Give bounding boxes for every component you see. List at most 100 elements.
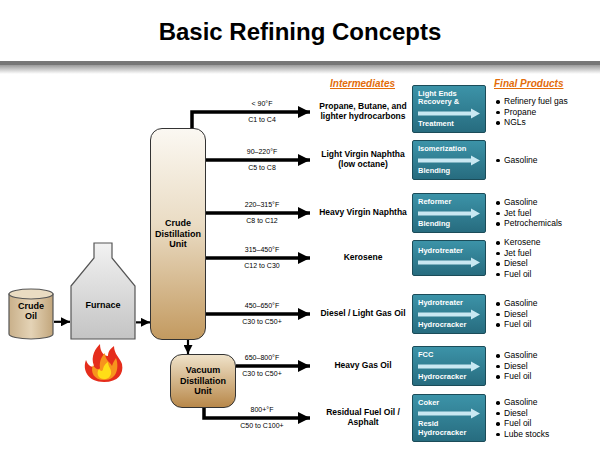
final-product: Fuel oil [494,319,531,330]
flow-arrow-icon [418,155,480,166]
bullet-dot [496,212,500,216]
temperature-range: 800+°F [222,406,302,414]
final-product: Gasoline [494,155,538,166]
carbon-range: C50 to C100+ [222,422,302,430]
flow-arrow [54,321,70,323]
stream-arrow [206,211,310,215]
final-product: Fuel oil [494,269,531,280]
process-step: Coker [418,399,439,408]
bullet-dot [496,201,500,205]
intermediate-product: Propane, Butane, and lighter hydrocarbon… [316,102,410,122]
carbon-range: C1 to C4 [222,116,302,124]
bullet-dot [496,365,500,369]
process-step: Hydrotreater [418,299,463,308]
bullet-dot [496,433,500,437]
final-product: Refinery fuel gas [494,96,568,107]
bullet-dot [496,422,500,426]
process-step: FCC [418,351,433,360]
final-product: Jet fuel [494,208,531,219]
intermediate-product: Kerosene [316,253,410,263]
final-product: Diesel [494,408,528,419]
process-step: Treatment [418,120,454,129]
flow-arrow-shape [418,361,480,371]
process-box: HydrotreaterHydrocracker [412,294,486,334]
final-product: Diesel [494,361,528,372]
flow-arrow-icon [418,408,480,419]
bullet-dot [496,273,500,277]
temperature-range: 450–650°F [222,302,302,310]
carbon-range: C5 to C8 [222,164,302,172]
intermediate-product: Heavy Gas Oil [316,361,410,371]
stream-arrow [206,256,310,260]
bullet-dot [496,252,500,256]
unit-name: Furnace [85,300,120,310]
final-product: Diesel [494,309,528,320]
flame-outer [85,344,123,382]
flow-arrow-icon [418,361,480,372]
final-product: Propane [494,107,536,118]
stream-arrow [206,158,310,162]
process-box: FCCHydrocracker [412,346,486,386]
carbon-range: C30 to C50+ [222,370,302,378]
bullet-dot [496,222,500,226]
bullet-dot [496,302,500,306]
process-box: CokerResid Hydrocracker [412,394,486,443]
title-band [0,61,600,65]
distillation-column: Vacuum Distillation Unit [170,354,236,408]
final-product: Lube stocks [494,429,549,440]
bullet-dot [496,354,500,358]
tank-body [9,294,53,339]
unit-name: Crude Distillation Unit [154,218,202,249]
bullet-dot [496,100,500,104]
carbon-range: C12 to C30 [222,262,302,270]
intermediate-product: Diesel / Light Gas Oil [316,309,410,319]
tank-top [9,289,53,299]
final-product: Diesel [494,258,528,269]
stream-arrow [206,312,310,316]
intermediate-product: Residual Fuel Oil / Asphalt [316,408,410,428]
final-product: Gasoline [494,350,538,361]
flame-icon [85,344,123,382]
stream-arrow [236,364,310,368]
final-product: NGLs [494,117,526,128]
process-step: Resid Hydrocracker [418,420,480,437]
temperature-range: < 90°F [222,100,302,108]
stream-arrow [192,112,310,128]
flow-arrow-shape [418,108,480,118]
bullet-dot [496,159,500,163]
title-text: Basic Refining Concepts [0,18,600,46]
final-product: Gasoline [494,397,538,408]
final-product: Gasoline [494,197,538,208]
flame-middle [92,353,117,380]
flow-arrow [136,321,150,323]
bullet-dot [496,401,500,405]
column-heading: Final Products [494,78,563,89]
flow-arrow-icon [418,108,480,119]
process-step: Hydrotreater [418,247,463,256]
bullet-dot [496,412,500,416]
title-band-shadow [0,65,600,74]
final-product: Petrochemicals [494,218,562,229]
unit-name: Vacuum Distillation Unit [174,365,232,396]
flow-arrow-shape [418,257,480,267]
carbon-range: C8 to C12 [222,217,302,225]
process-box: IsomerizationBlending [412,140,486,180]
furnace-outline [70,242,136,340]
final-product: Gasoline [494,298,538,309]
carbon-range: C30 to C50+ [222,318,302,326]
flame-core [98,362,112,379]
flow-arrow [187,340,189,354]
furnace-shape: Furnace [70,242,136,340]
process-step: Hydrocracker [418,321,466,330]
bullet-dot [496,241,500,245]
bullet-dot [496,313,500,317]
final-product: Fuel oil [494,418,531,429]
flow-arrow-shape [418,208,480,218]
final-product: Fuel oil [494,371,531,382]
process-step: Blending [418,220,450,229]
final-product: Jet fuel [494,248,531,259]
flow-arrow-icon [418,257,480,268]
process-box: Hydrotreater [412,240,486,276]
unit-name: Crude Oil [15,301,47,322]
distillation-column: Crude Distillation Unit [150,128,206,340]
